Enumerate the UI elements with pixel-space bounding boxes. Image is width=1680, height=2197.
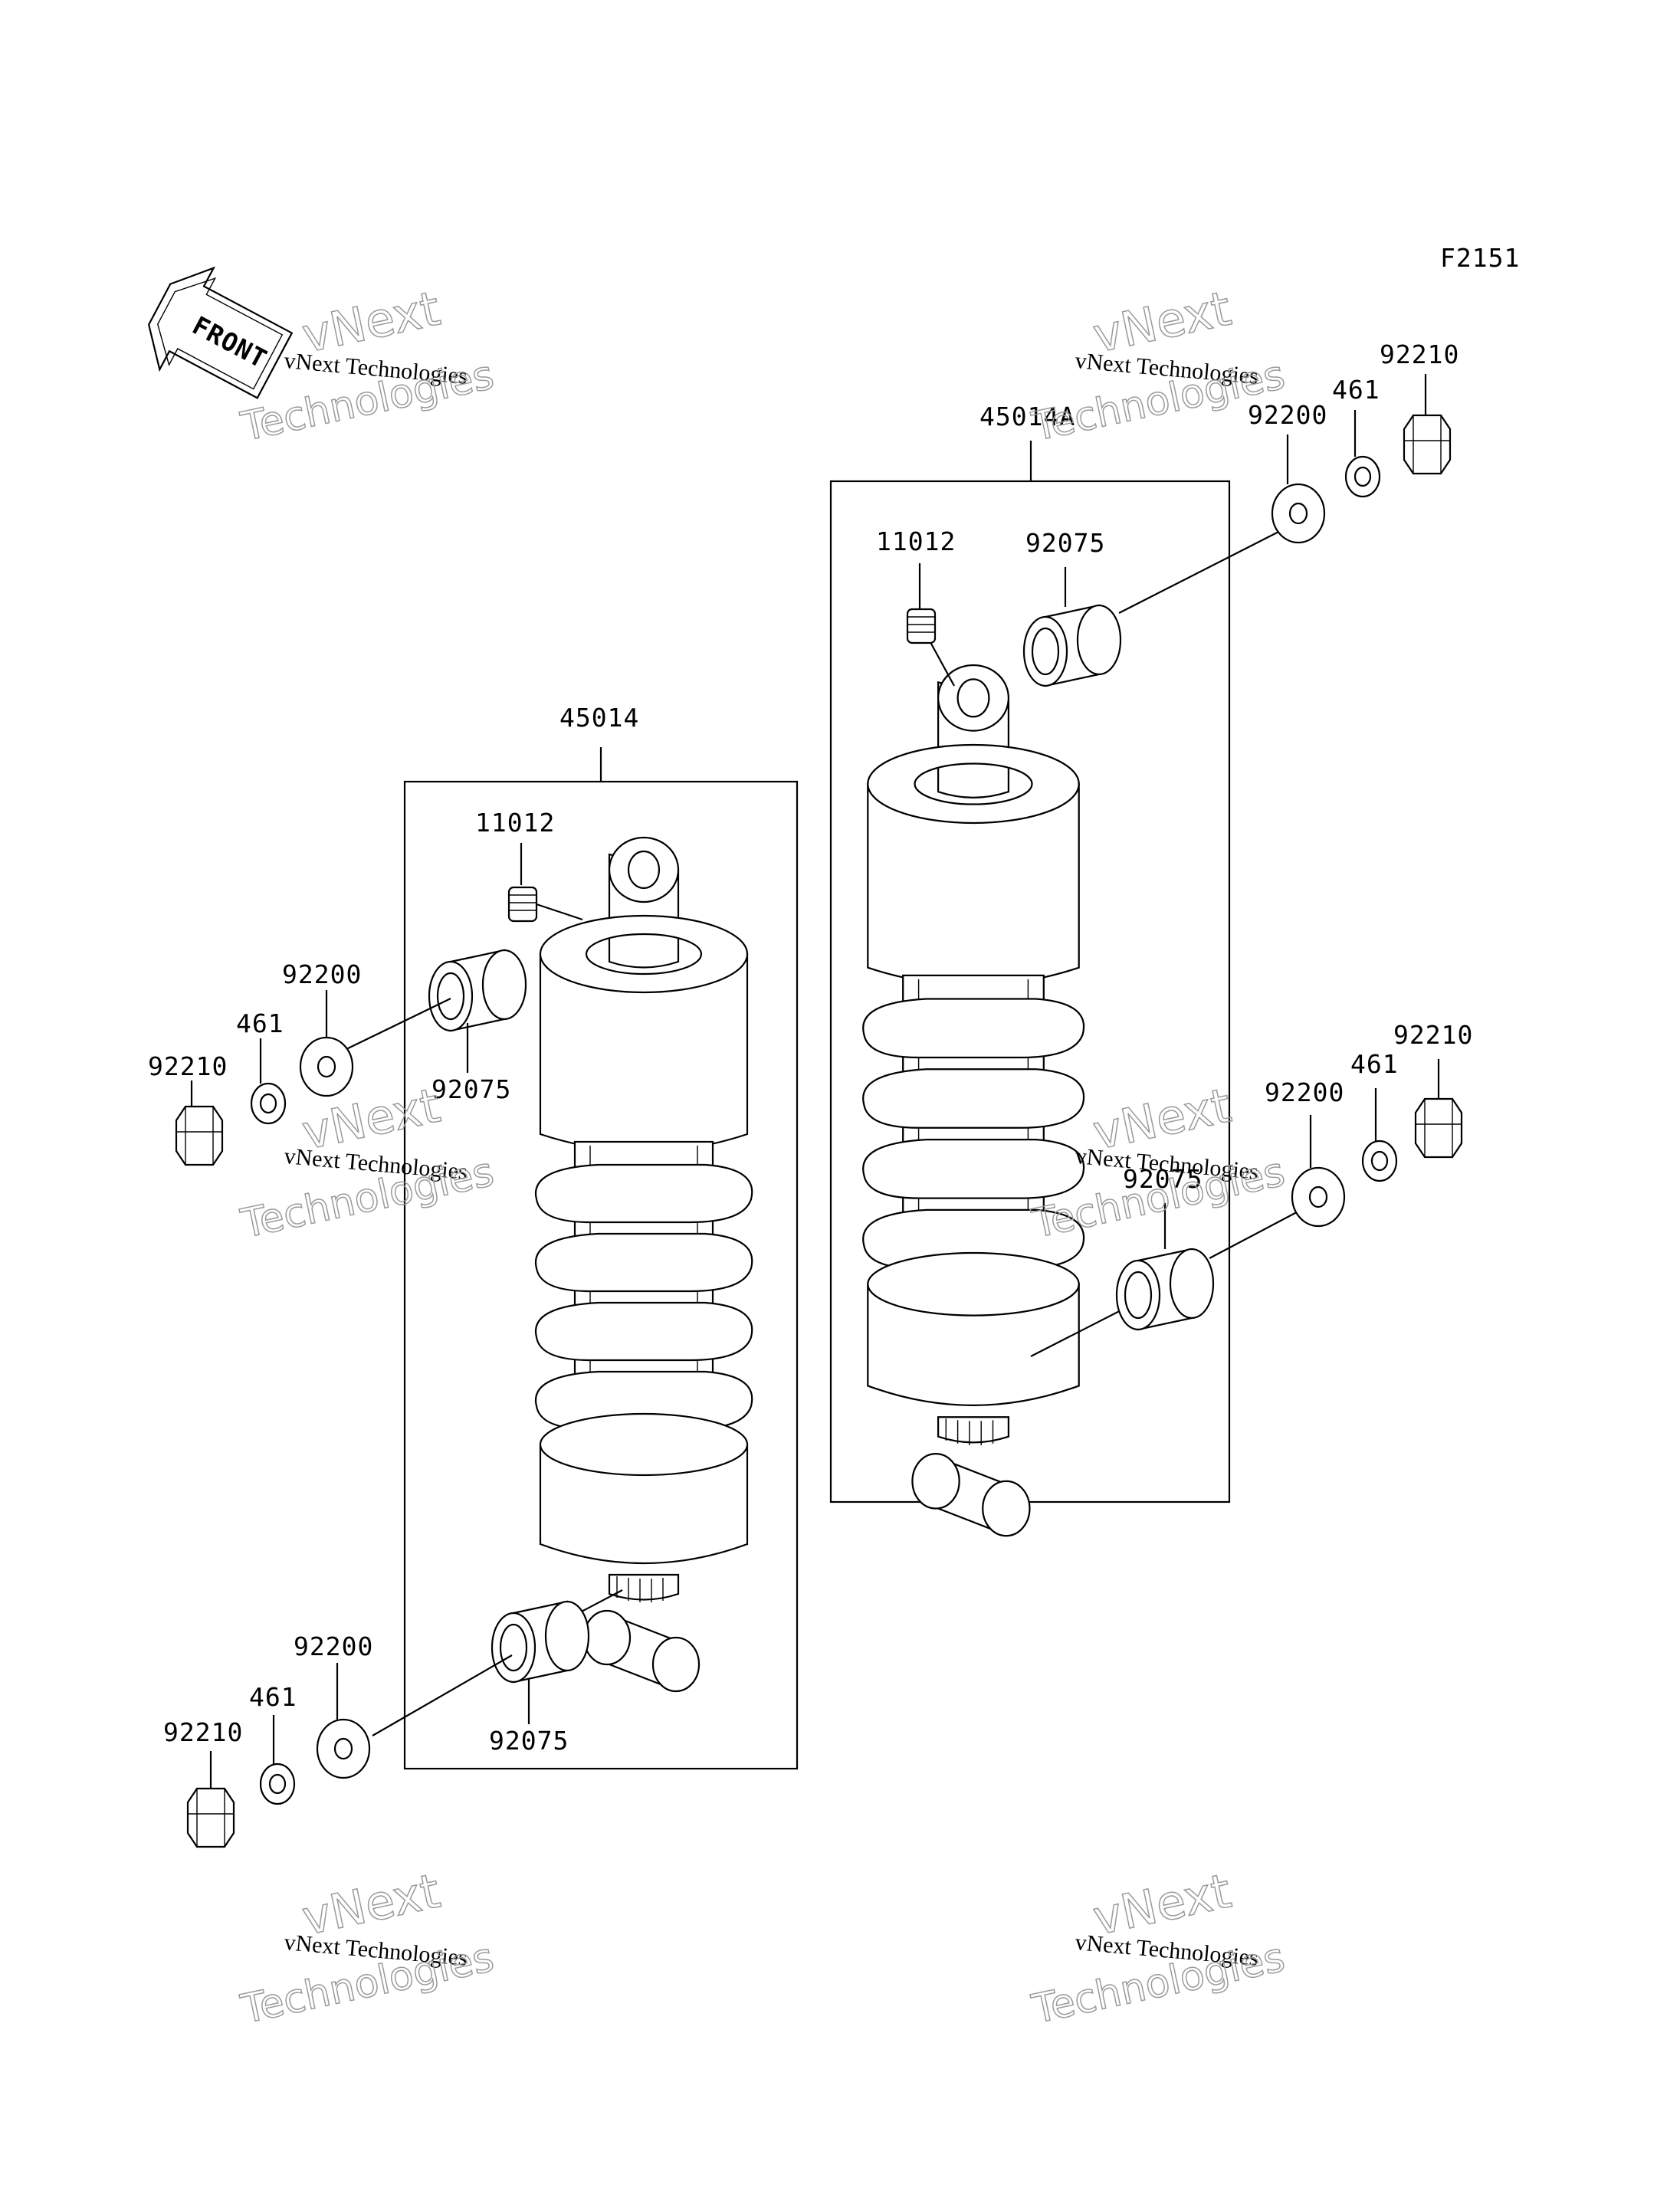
left-upper-nut [175,1105,224,1166]
left-upper-lock-label: 461 [236,1008,284,1038]
right-upper-collar-label: 92075 [1025,528,1105,558]
right-assembly-number: 45014A [979,402,1075,431]
right-upper-washer [1271,483,1326,544]
right-lower-nut-label: 92210 [1393,1020,1473,1050]
right-upper-nut [1403,414,1452,475]
left-upper-washer [299,1036,354,1097]
right-lower-collar [1115,1248,1215,1331]
left-lower-collar-label: 92075 [489,1726,569,1756]
right-upper-nut-label: 92210 [1380,339,1459,369]
right-lower-lock-washer [1361,1139,1398,1182]
right-air-valve [906,608,937,644]
watermark-top-left: vNext vNext Technologies Technologies [237,280,499,451]
right-assembly: 45014A 11012 92075 92200 461 92210 92075… [829,339,1473,1537]
left-lower-nut-label: 92210 [163,1717,243,1747]
left-valve-label: 11012 [475,808,555,838]
left-air-valve [507,886,538,923]
right-lower-nut [1414,1097,1463,1159]
left-upper-lock-washer [250,1082,287,1125]
left-lower-lock-washer [259,1763,296,1805]
left-lower-lock-label: 461 [249,1682,297,1712]
right-valve-label: 11012 [876,526,956,556]
watermark-bottom-right: vNext vNext Technologies Technologies [1028,1862,1290,2034]
right-lower-washer-label: 92200 [1265,1077,1344,1107]
front-direction-arrow-icon: FRONT [147,266,294,399]
left-assembly-number: 45014 [559,703,639,733]
left-lower-washer-label: 92200 [294,1631,373,1661]
left-upper-nut-label: 92210 [148,1051,228,1081]
left-upper-washer-label: 92200 [282,959,362,989]
left-upper-collar [428,949,527,1032]
left-lower-nut [186,1787,235,1848]
right-upper-washer-label: 92200 [1248,400,1327,430]
right-lower-collar-label: 92075 [1123,1164,1203,1194]
right-upper-collar [1022,604,1122,687]
right-lower-washer [1291,1166,1346,1228]
watermark-bottom-left: vNext vNext Technologies Technologies [237,1862,499,2034]
left-upper-collar-label: 92075 [431,1074,511,1104]
right-upper-lock-washer [1344,455,1381,498]
right-shock-absorber [862,664,1085,1537]
right-lower-lock-label: 461 [1350,1049,1399,1079]
right-upper-lock-label: 461 [1332,375,1380,405]
left-shock-absorber [534,836,753,1693]
left-lower-collar [491,1600,590,1684]
figure-code: F2151 [1440,243,1520,273]
left-assembly: 45014 11012 92075 92200 461 92210 92075 … [148,703,799,1848]
left-lower-washer [316,1718,371,1779]
